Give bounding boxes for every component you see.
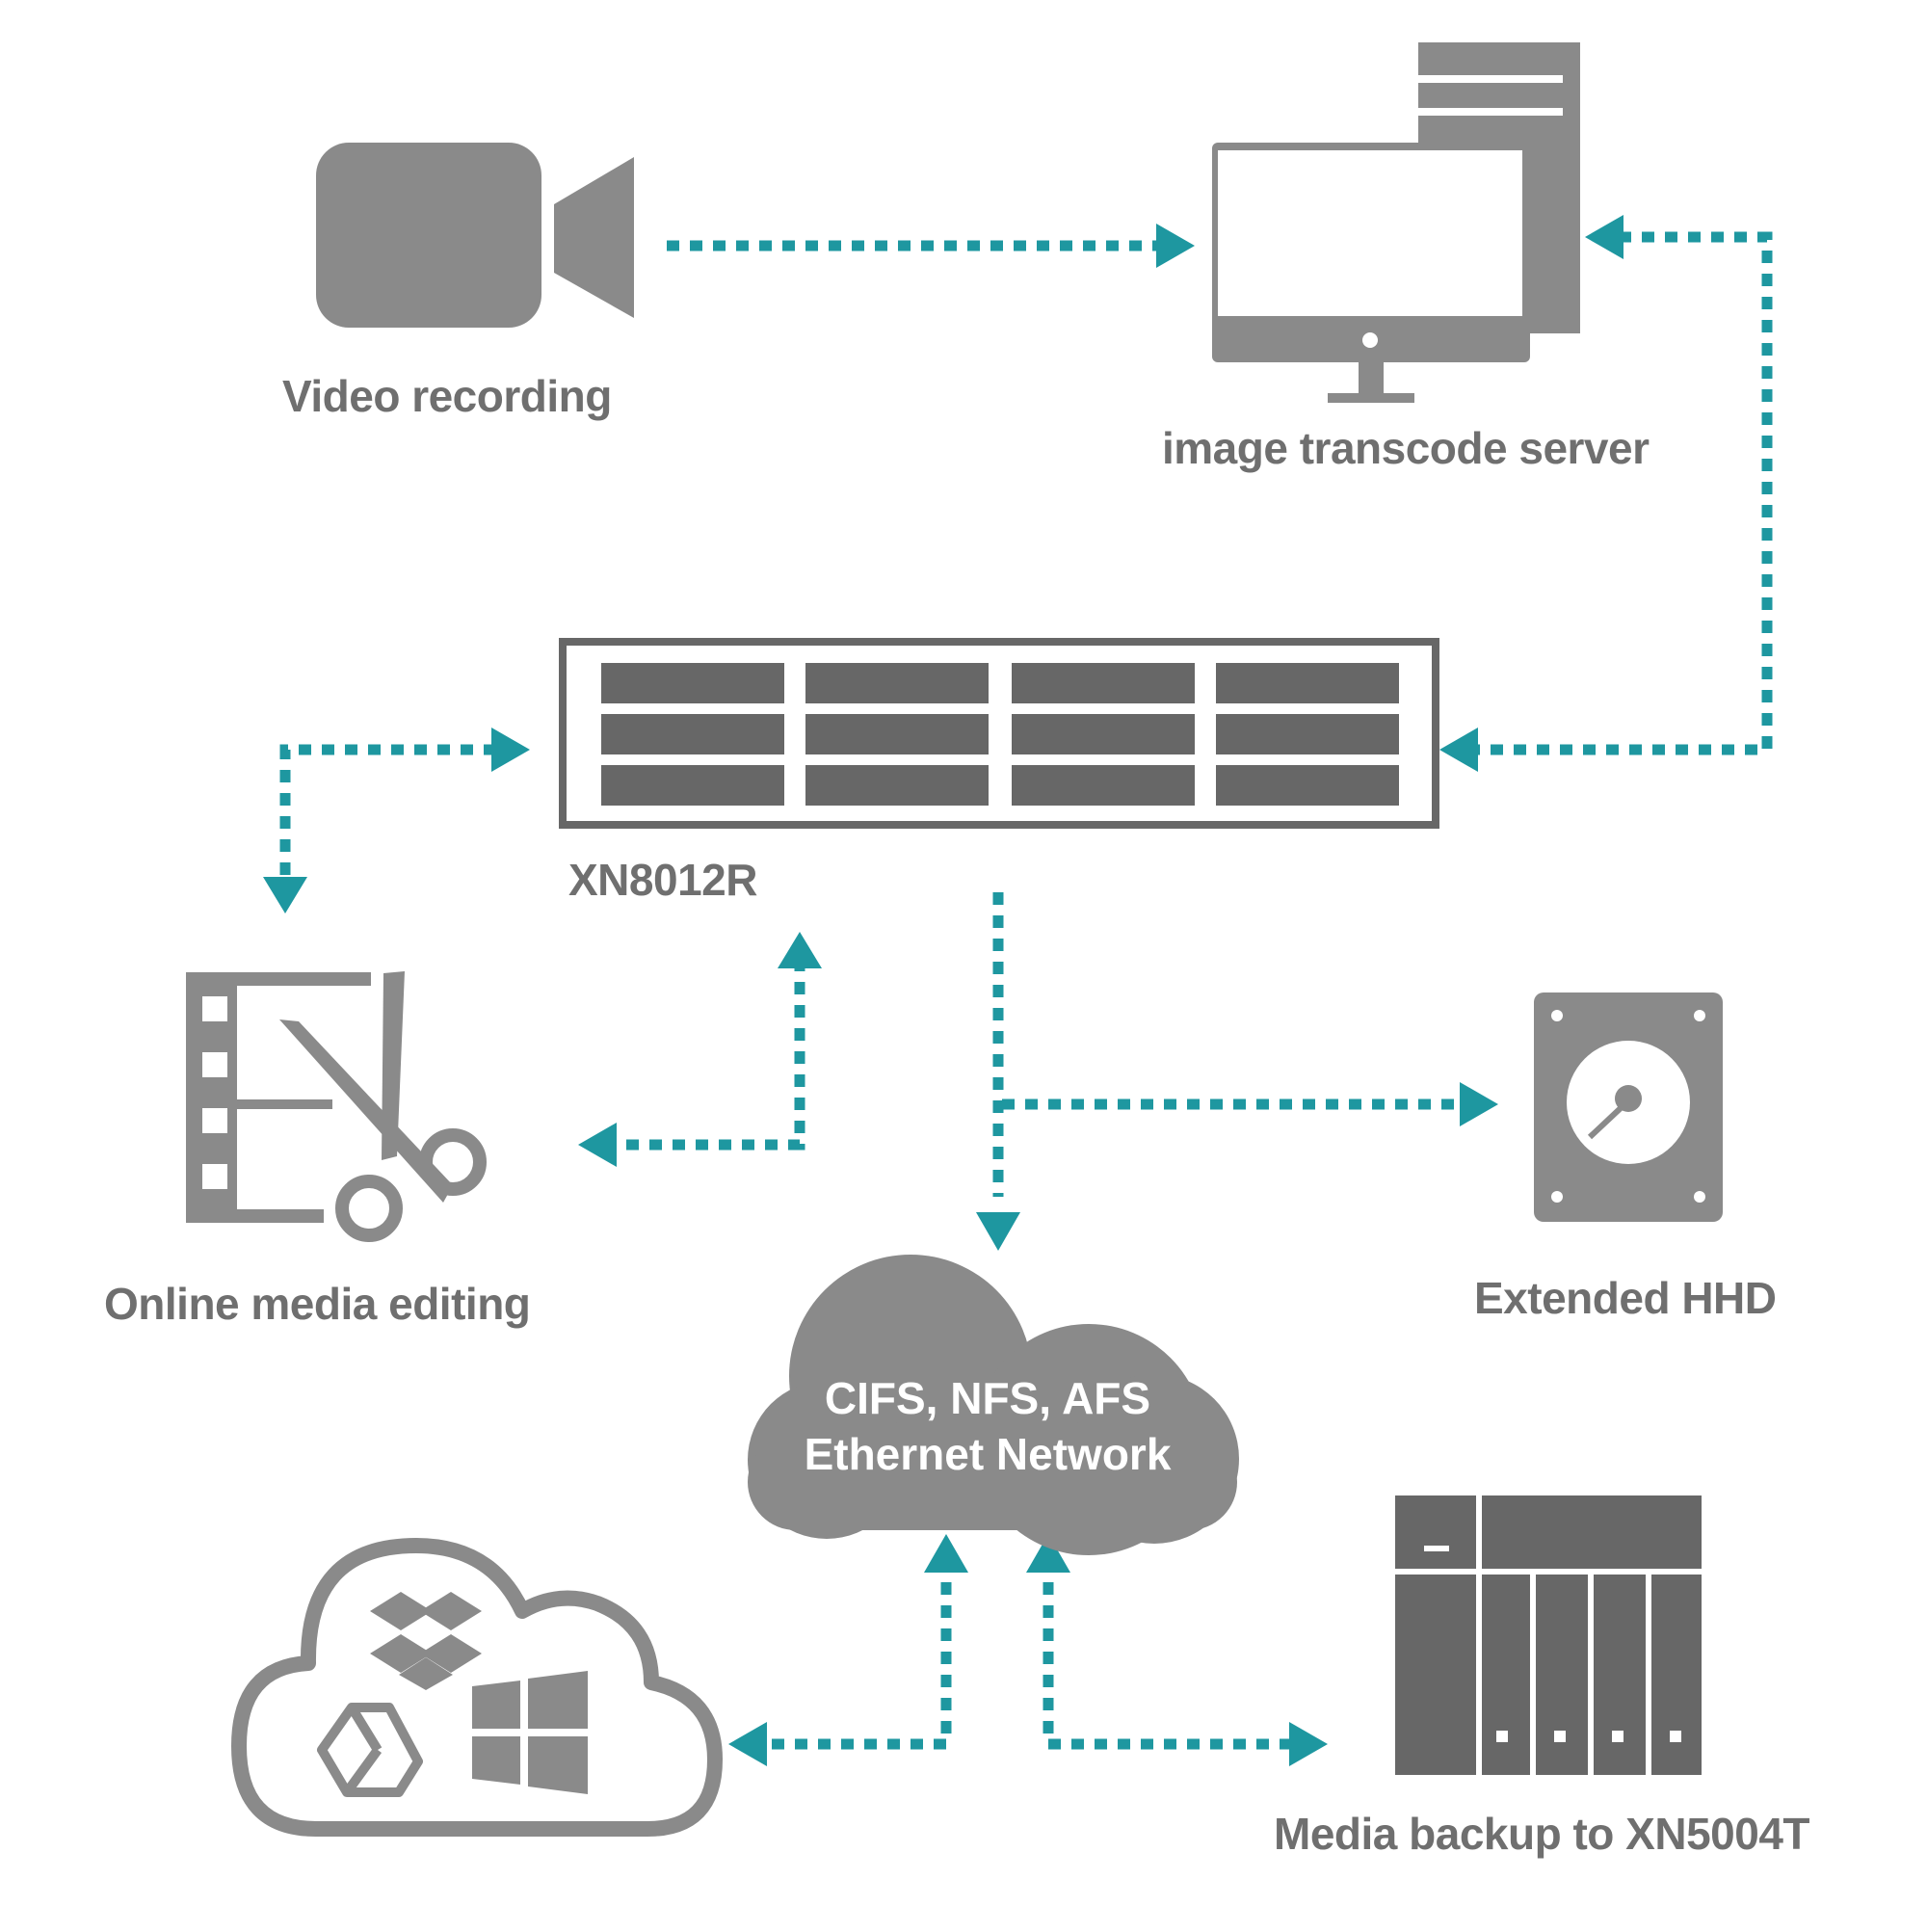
network-protocols-label: CIFS, NFS, AFS Ethernet Network <box>771 1370 1204 1482</box>
arrow-nas-to-editing <box>279 744 496 882</box>
tower-nas-icon <box>1395 1495 1702 1775</box>
arrowhead-left <box>578 1123 617 1167</box>
arrowhead-down <box>263 877 307 913</box>
label-backup-nas: Media backup to XN5004T <box>1274 1809 1810 1859</box>
arrowhead-up <box>778 932 822 968</box>
arrow-network-to-backup <box>1043 1582 1291 1750</box>
network-line-2: Ethernet Network <box>804 1429 1172 1479</box>
rackmount-nas-icon <box>559 638 1439 829</box>
desktop-server-icon <box>1212 42 1580 403</box>
arrowhead-right <box>1156 224 1195 268</box>
film-scissors-icon <box>186 971 487 1242</box>
arrowhead-left <box>1585 215 1623 259</box>
cloud-services-icon <box>231 1538 723 1837</box>
arrowhead-right <box>1460 1082 1498 1126</box>
label-nas-main: XN8012R <box>568 855 757 905</box>
arrowhead-down <box>976 1212 1020 1251</box>
cloud-icon <box>748 1255 1239 1555</box>
arrowhead-up <box>924 1534 968 1573</box>
arrowhead-left <box>728 1722 767 1766</box>
arrowhead-right <box>1289 1722 1328 1766</box>
arrowheads <box>263 215 1623 1766</box>
arrowhead-right <box>491 728 530 772</box>
arrow-server-to-nas <box>1465 231 1773 755</box>
network-line-1: CIFS, NFS, AFS <box>824 1373 1151 1423</box>
arrowhead-left <box>1439 728 1478 772</box>
label-video-recording: Video recording <box>282 371 612 421</box>
label-transcode-server: image transcode server <box>1162 423 1650 473</box>
arrow-network-to-cloud <box>771 1582 952 1750</box>
label-media-editing: Online media editing <box>104 1279 531 1329</box>
hard-disk-icon <box>1534 992 1723 1222</box>
dropbox-icon <box>370 1592 482 1690</box>
arrow-editing-to-nas <box>626 966 805 1151</box>
google-drive-icon <box>317 1703 423 1797</box>
connectors <box>279 231 1773 1750</box>
arrowhead-up <box>1026 1534 1070 1573</box>
windows-icon <box>472 1671 588 1794</box>
video-camera-icon <box>316 143 634 328</box>
label-extended-hdd: Extended HHD <box>1474 1273 1777 1323</box>
